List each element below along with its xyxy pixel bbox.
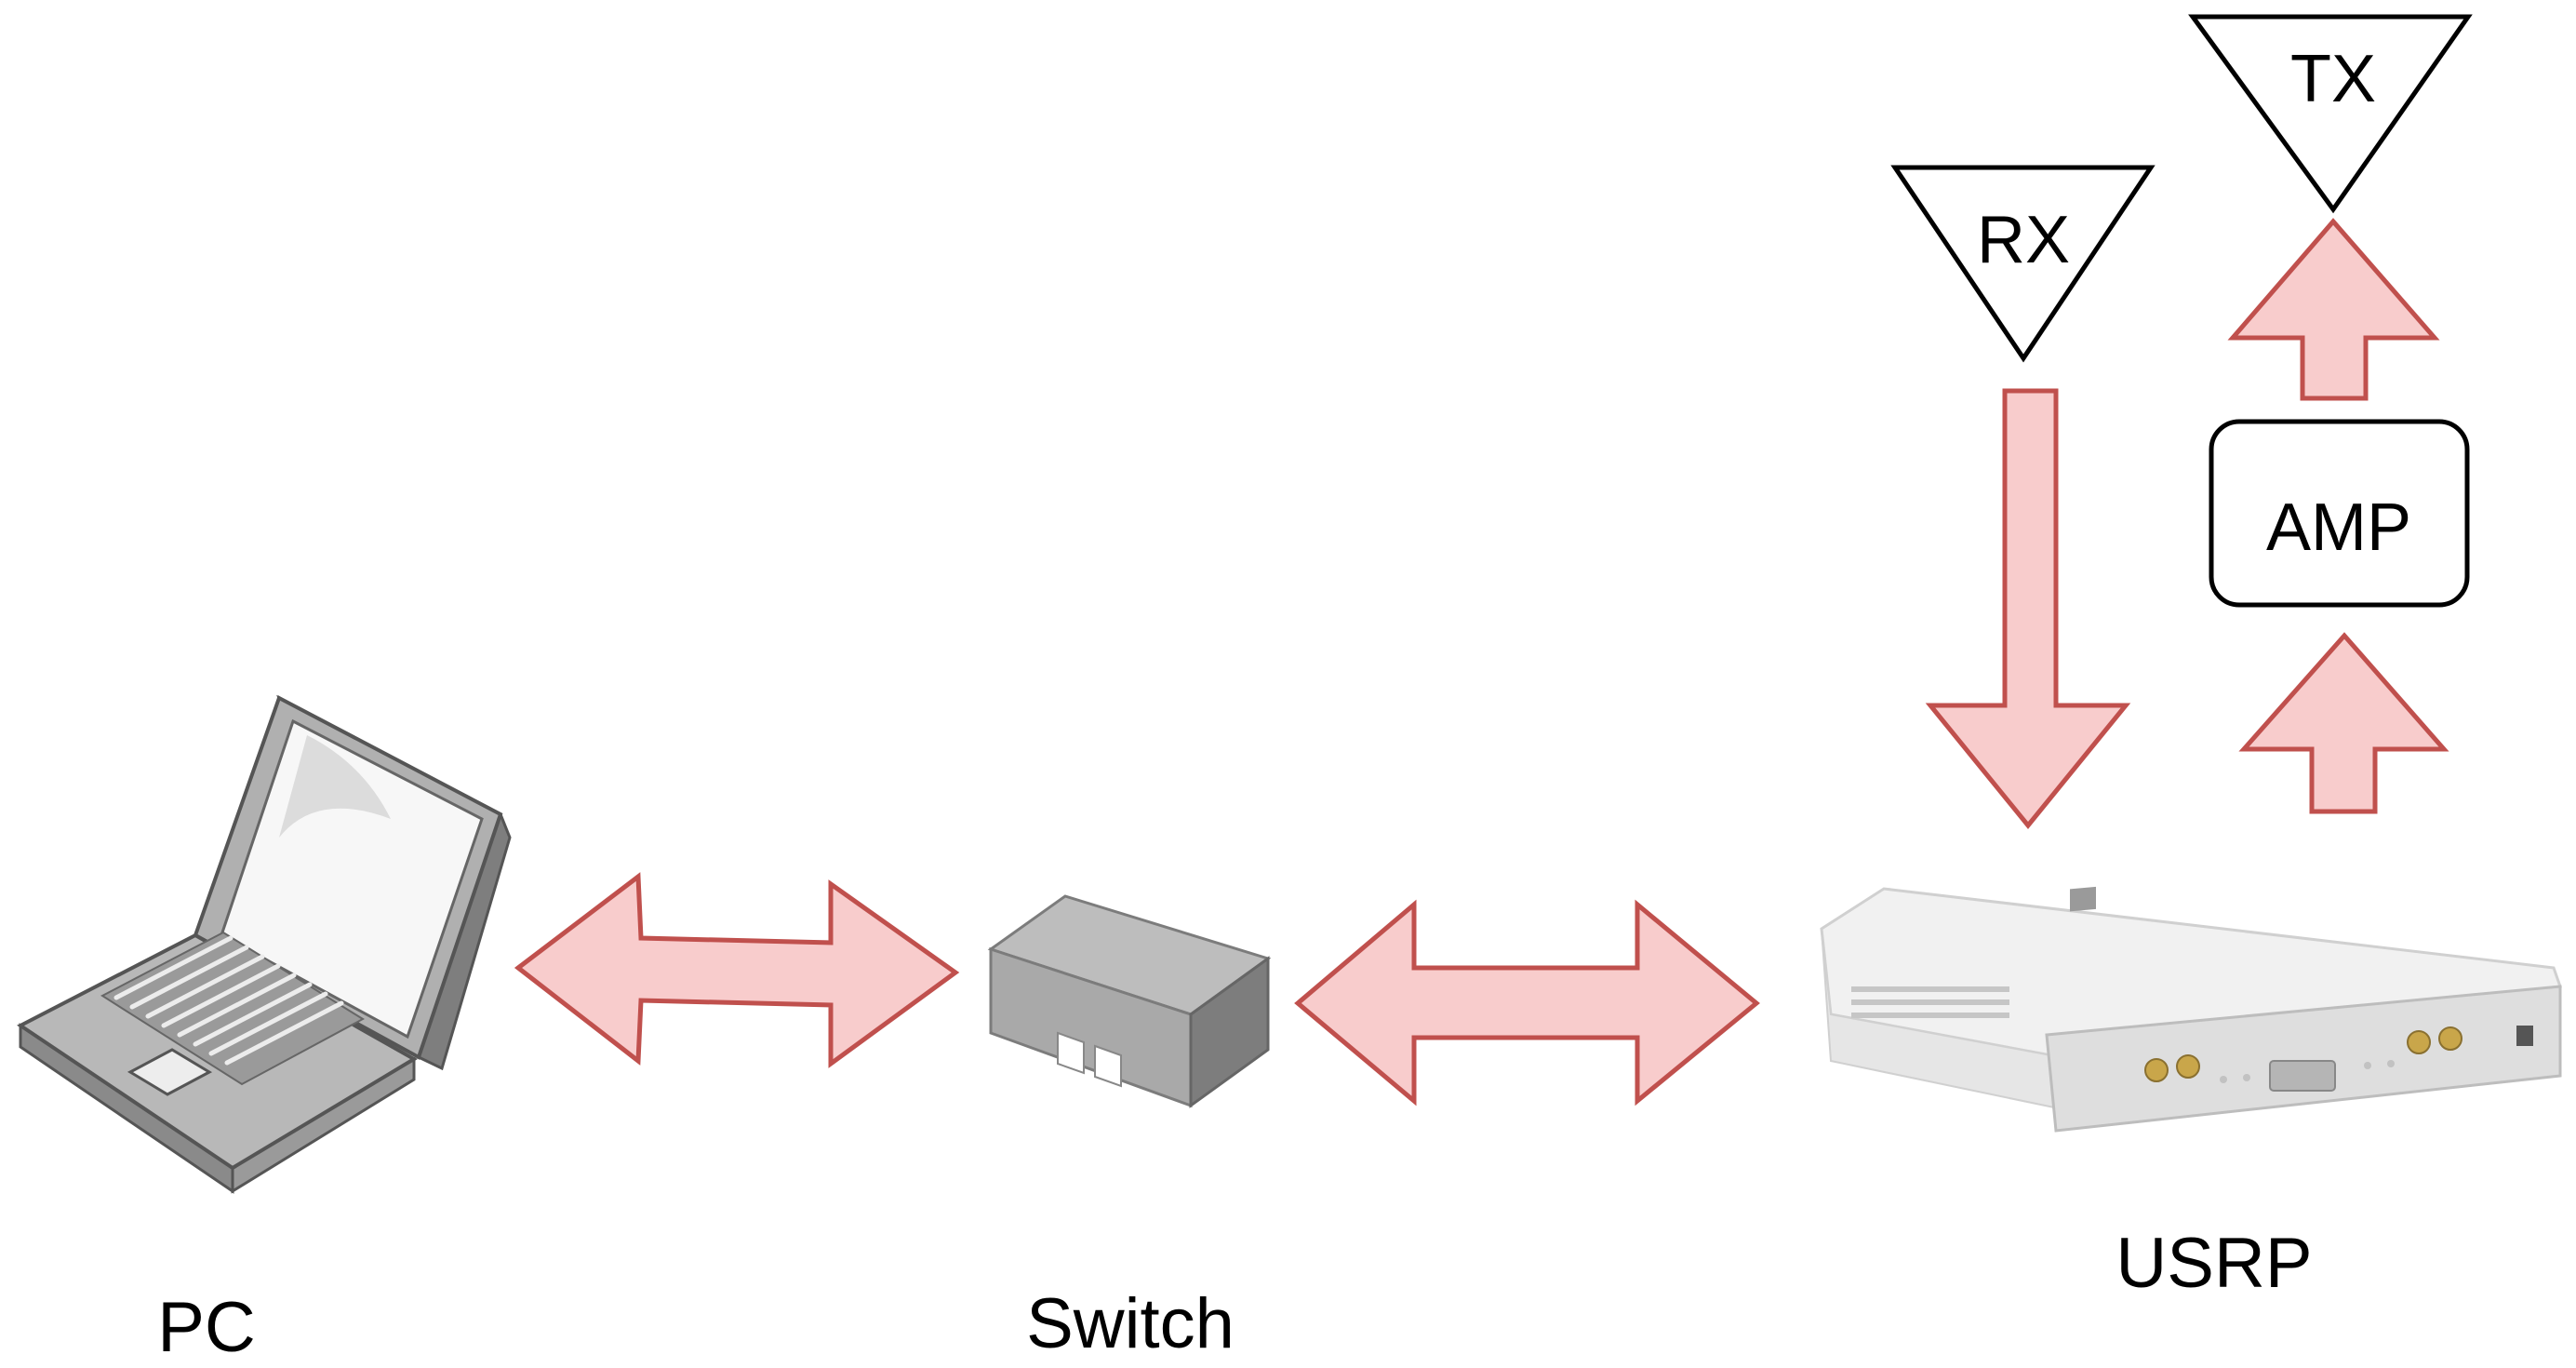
- tx-antenna-triangle: [2188, 14, 2473, 214]
- rx-down-arrow: [1925, 388, 2131, 829]
- laptop-icon: [17, 694, 512, 1194]
- rx-antenna-triangle: [1890, 165, 2156, 363]
- usrp-device-icon: [1820, 886, 2563, 1133]
- amp-block: [2209, 419, 2470, 608]
- rx-label: RX: [1977, 203, 2070, 277]
- tx-label: TX: [2290, 42, 2376, 116]
- bidirectional-arrow-switch-usrp: [1294, 899, 1760, 1106]
- usrp-to-amp-arrow: [2238, 632, 2449, 814]
- switch-label: Switch: [1026, 1284, 1235, 1363]
- amp-to-tx-arrow: [2227, 218, 2440, 401]
- network-switch-icon: [987, 894, 1272, 1108]
- usrp-label: USRP: [2116, 1224, 2312, 1303]
- bidirectional-arrow-pc-switch: [514, 872, 960, 1068]
- pc-label: PC: [157, 1288, 256, 1367]
- amp-label: AMP: [2266, 490, 2411, 565]
